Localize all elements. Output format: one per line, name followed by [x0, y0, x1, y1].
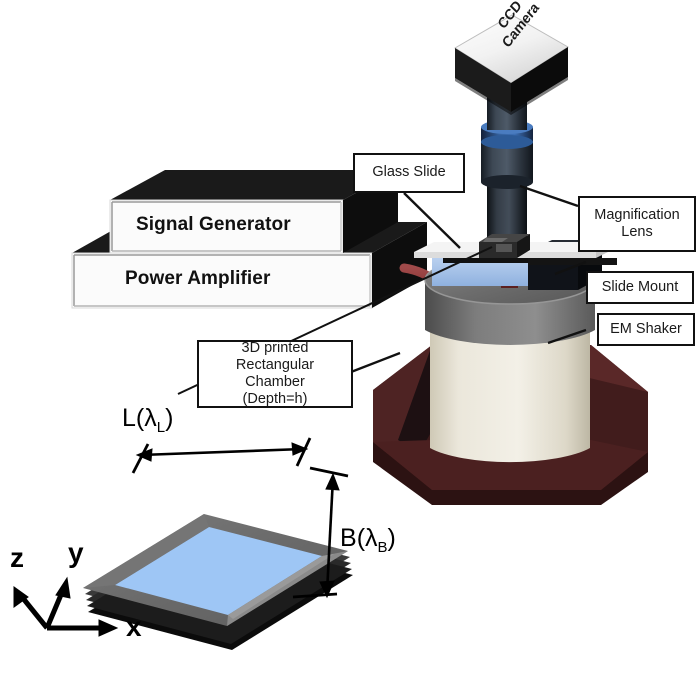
lens-ring-bottom: [481, 135, 533, 149]
mount-front-face: [432, 258, 558, 286]
callout-chamber-line2: Rectangular Chamber: [235, 356, 315, 390]
axis-x-arrowhead: [98, 619, 119, 637]
lens-mid-bottom: [481, 175, 533, 189]
callout-magnification-lens-line2: Lens: [621, 224, 653, 240]
signal-generator-label: Signal Generator: [136, 214, 291, 235]
camera-left-face: [455, 48, 511, 112]
axis-z-line: [20, 595, 49, 630]
chamber-block-cavity: [483, 238, 508, 242]
power-amplifier-label: Power Amplifier: [125, 268, 271, 289]
leader-glass-slide: [403, 192, 461, 249]
axis-label-z: z: [10, 542, 24, 573]
amp-side-face: [372, 222, 427, 308]
dim-B-arrowhead-top: [325, 472, 340, 491]
plate-right-rail: [227, 551, 348, 626]
callout-magnification-lens[interactable]: Magnification Lens: [578, 196, 696, 252]
dim-L-arrow-line: [140, 447, 304, 457]
dimension-length-lambda: λ: [144, 404, 157, 432]
axis-y-arrowhead: [55, 576, 71, 599]
leader-magnification-lens: [519, 184, 579, 208]
callout-glass-slide-line1: Glass Slide: [372, 164, 446, 181]
camera-right-face: [511, 47, 568, 112]
dimension-length-symbol: L: [122, 404, 136, 432]
rectangular-chamber-plate: [83, 514, 353, 650]
callout-slide-mount[interactable]: Slide Mount: [586, 271, 694, 304]
dim-B-ext-bottom: [292, 592, 338, 599]
callout-rectangular-chamber[interactable]: 3D printed Rectangular Chamber (Depth=h): [197, 340, 353, 408]
callout-em-shaker-line1: EM Shaker: [610, 320, 682, 337]
signal-generator-box: [109, 170, 398, 254]
callout-glass-slide[interactable]: Glass Slide: [353, 153, 465, 193]
plate-left-rail: [83, 514, 209, 588]
slide-mount-assembly: [414, 234, 617, 290]
axis-z-arrowhead: [13, 586, 29, 608]
dimension-breadth-lambda: λ: [365, 524, 378, 552]
dim-L-ext-right: [295, 437, 312, 467]
dimension-label-length: L(λL): [122, 404, 174, 436]
plate-fluid: [115, 527, 322, 615]
callout-em-shaker[interactable]: EM Shaker: [597, 313, 695, 346]
leader-slide-mount: [554, 260, 587, 276]
gen-top-face: [110, 170, 398, 200]
plate-right-rail-hl: [228, 554, 334, 619]
callout-magnification-lens-line1: Magnification: [594, 206, 680, 223]
dim-B-arrowhead-bottom: [319, 580, 335, 599]
coordinate-axes: [13, 576, 119, 637]
chamber-block-detail: [496, 244, 512, 252]
dimension-label-breadth: B(λB): [340, 524, 396, 556]
dimension-breadth-symbol: B: [340, 524, 357, 552]
dimension-annotations: [131, 437, 349, 599]
callout-chamber-line1: 3D printed: [241, 339, 309, 356]
dim-L-ext-left: [131, 443, 150, 474]
dim-L-arrowhead-left: [135, 448, 153, 462]
dimension-breadth-subscript: B: [377, 539, 388, 556]
shaker-base-slab: [373, 442, 648, 505]
dim-L-arrowhead-right: [291, 442, 309, 456]
leader-chamber-to-shaker: [350, 351, 401, 374]
axis-label-y: y: [68, 537, 84, 568]
axis-label-x: x: [126, 611, 142, 642]
callout-slide-mount-line1: Slide Mount: [601, 278, 679, 295]
glass-slide-underlay: [528, 258, 617, 265]
callout-chamber-line3: (Depth=h): [242, 391, 308, 408]
ccd-camera: [454, 14, 569, 255]
dimension-length-subscript: L: [156, 419, 166, 436]
dim-B-arrow-line: [325, 477, 335, 593]
leader-em-shaker: [547, 328, 587, 345]
em-shaker: [373, 255, 648, 505]
dim-B-ext-top: [309, 466, 349, 478]
chamber-block-side: [517, 234, 530, 258]
